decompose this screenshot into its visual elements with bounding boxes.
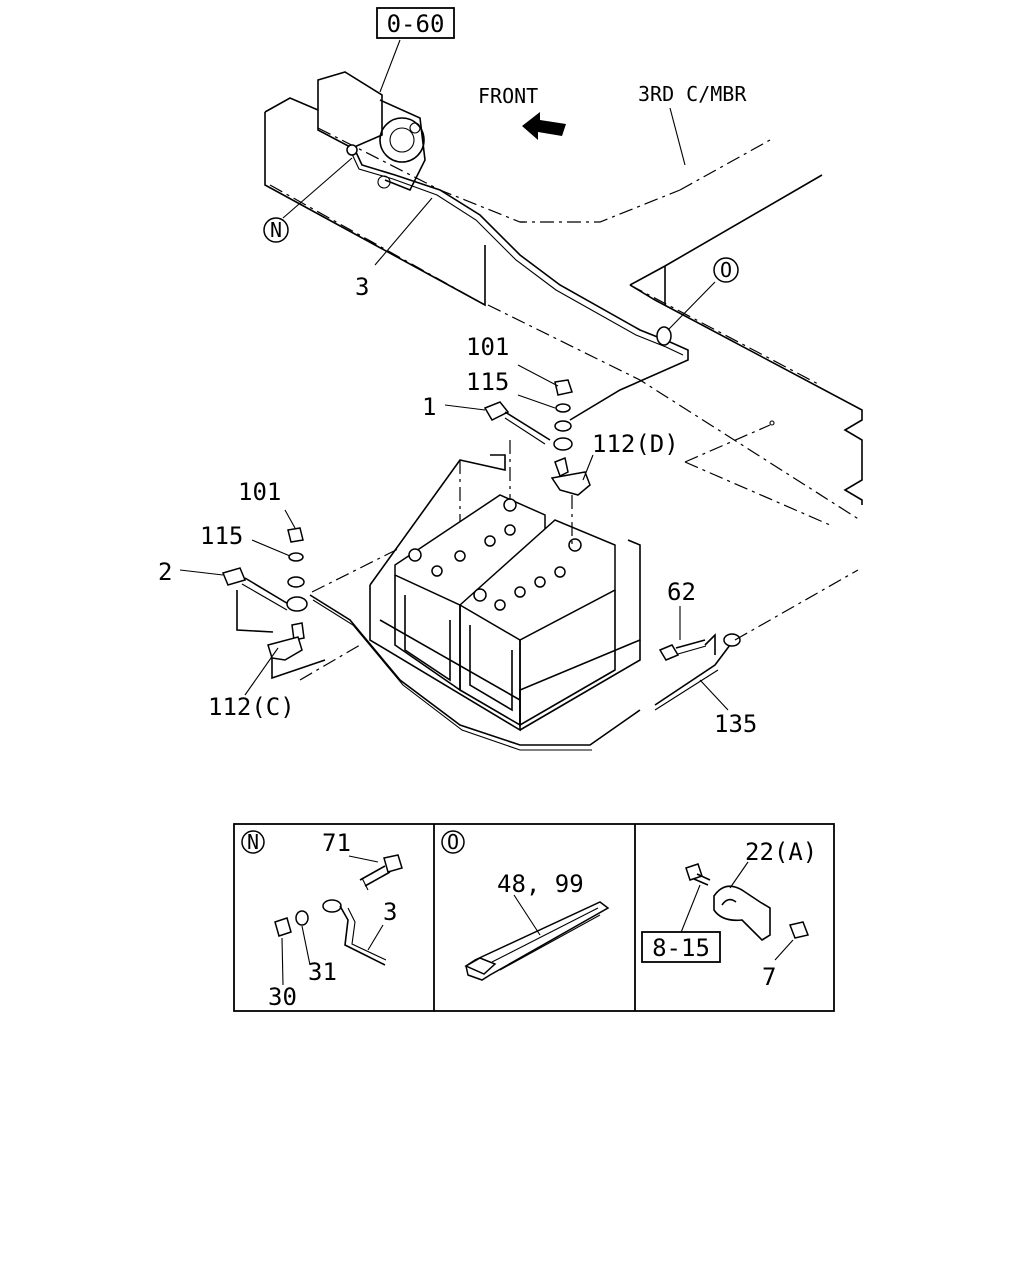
cable-3 <box>346 144 689 421</box>
front-label: FRONT <box>478 84 538 108</box>
front-arrow-icon <box>522 112 566 140</box>
callout-101-top: 101 <box>466 333 509 361</box>
starter-motor <box>317 71 426 192</box>
ref-box-0-60: 0-60 <box>376 7 455 39</box>
chassis-frame <box>264 97 863 526</box>
cable-135 <box>299 547 859 751</box>
detail-panels <box>233 823 835 1012</box>
panel-n-marker: N <box>241 830 265 854</box>
bolt-62 <box>658 639 707 661</box>
callout-2: 2 <box>158 558 172 586</box>
top-hardware <box>550 379 591 545</box>
callout-112d: 112(D) <box>592 430 679 458</box>
callout-1: 1 <box>422 393 436 421</box>
callout-135: 135 <box>714 710 757 738</box>
panel-n-label-71: 71 <box>322 829 351 857</box>
callout-101-left: 101 <box>238 478 281 506</box>
detail-panel-o: O 48, 99 <box>441 830 610 981</box>
cable-2 <box>221 567 326 680</box>
panel-n-label-31: 31 <box>308 958 337 986</box>
panel-ref-box-8-15: 8-15 <box>641 931 721 963</box>
panel-o-marker: O <box>441 830 465 854</box>
ref-box-label: 0-60 <box>387 10 445 38</box>
left-hardware <box>267 527 305 661</box>
crossmember-label: 3RD C/MBR <box>638 82 747 106</box>
detail-o-marker: O <box>713 257 739 283</box>
leader-lines <box>179 39 729 711</box>
svg-text:8-15: 8-15 <box>652 934 710 962</box>
callout-62: 62 <box>667 578 696 606</box>
detail-panel-n: N 71 3 31 30 <box>241 829 403 1011</box>
panel-n-label-30: 30 <box>268 983 297 1011</box>
svg-text:N: N <box>247 830 259 854</box>
cable-1 <box>483 401 573 500</box>
callout-115-left: 115 <box>200 522 243 550</box>
callout-112c: 112(C) <box>208 693 295 721</box>
callout-115-top: 115 <box>466 368 509 396</box>
detail-panel-clamp: 8-15 22(A) 7 <box>641 838 817 991</box>
battery-right <box>458 519 616 727</box>
panel-o-label: 48, 99 <box>497 870 584 898</box>
svg-text:N: N <box>270 218 282 242</box>
panel-n-label-3: 3 <box>383 898 397 926</box>
panel-clamp-label-22a: 22(A) <box>745 838 817 866</box>
svg-text:O: O <box>447 830 459 854</box>
panel-clamp-label-7: 7 <box>762 963 776 991</box>
svg-text:O: O <box>720 258 732 282</box>
callout-3: 3 <box>355 273 369 301</box>
detail-n-marker: N <box>263 217 289 243</box>
